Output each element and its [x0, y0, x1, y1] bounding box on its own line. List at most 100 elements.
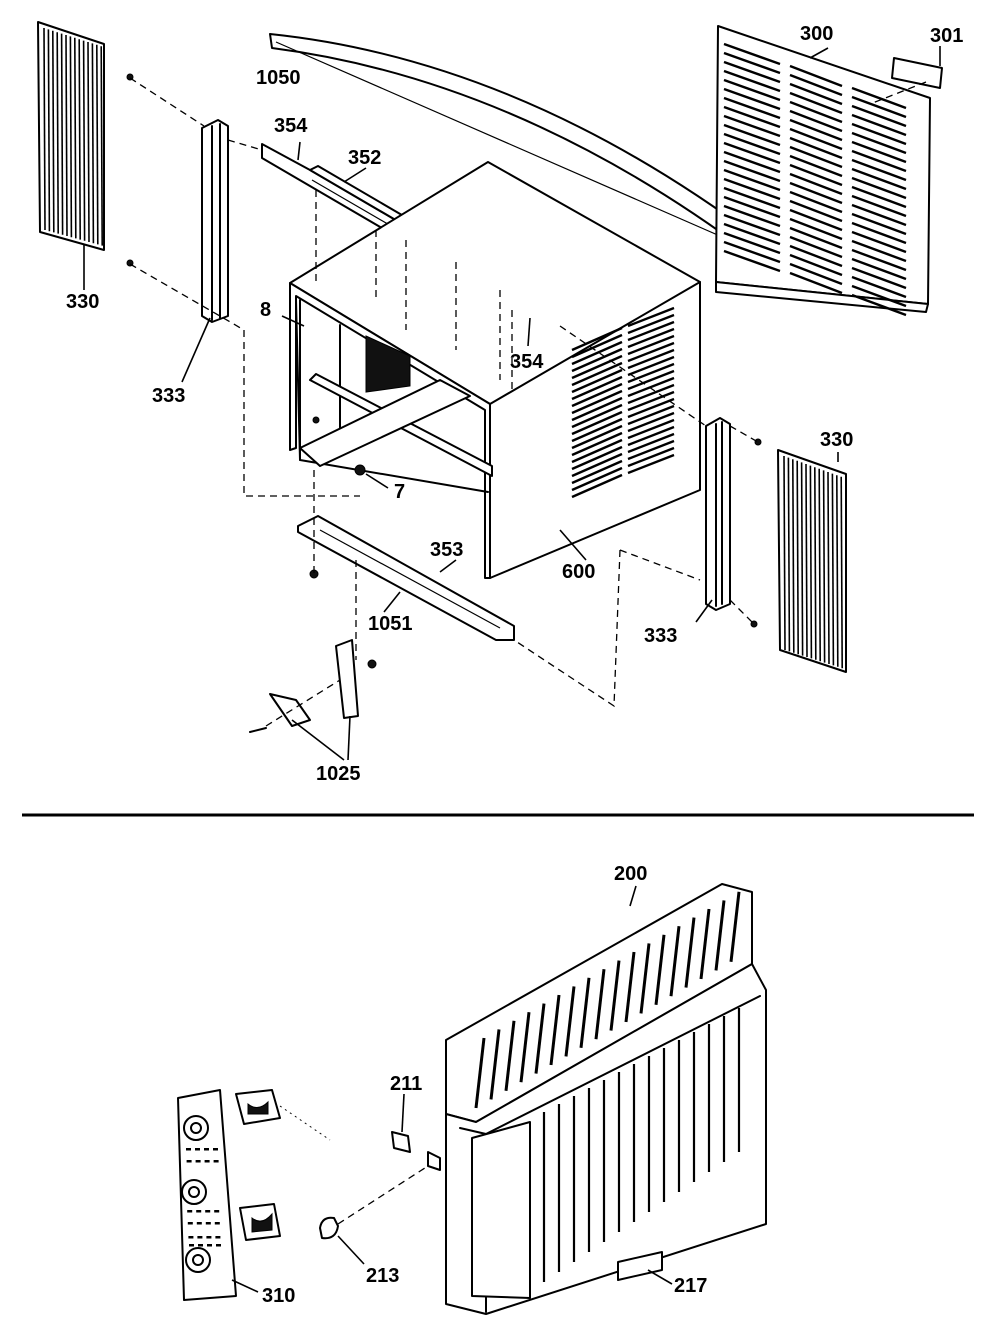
- grille-louver: [789, 181, 843, 205]
- grille-vane: [549, 994, 561, 1066]
- cabinet-louver: [571, 410, 623, 436]
- panel-marking: [213, 1148, 218, 1151]
- grille-louver: [723, 204, 781, 228]
- grille-louver: [851, 113, 907, 137]
- grille-louver: [723, 132, 781, 156]
- grille-louver: [851, 203, 907, 227]
- louver-line: [835, 475, 839, 667]
- louver-line: [822, 470, 826, 663]
- grille-louver: [851, 95, 907, 119]
- grille-vane: [474, 1037, 486, 1109]
- louver-line: [47, 29, 51, 232]
- cabinet-louver: [571, 361, 623, 387]
- callout-1051: 1051: [368, 613, 413, 635]
- louver-line: [783, 455, 786, 651]
- callout-354-top: 354: [274, 115, 308, 137]
- callout-330-right: 330: [820, 429, 853, 451]
- cabinet-louver: [571, 445, 623, 471]
- callout-300: 300: [800, 23, 833, 45]
- cabinet-louver: [627, 320, 675, 342]
- grille-louver: [789, 109, 843, 133]
- cabinet-louver: [571, 466, 623, 492]
- front-grille: [445, 883, 767, 1315]
- louver-line: [82, 40, 86, 241]
- cabinet-louver: [627, 453, 675, 475]
- callout-330-left: 330: [66, 291, 99, 313]
- louver-line: [69, 36, 73, 238]
- louver-line: [805, 463, 808, 658]
- grille-louver: [789, 208, 843, 232]
- callout-200: 200: [614, 863, 647, 885]
- grille-louver: [723, 159, 781, 183]
- rating-label-plate: [891, 57, 943, 89]
- grille-louver: [851, 158, 907, 182]
- cabinet-louver: [627, 348, 675, 370]
- cabinet-louver: [571, 368, 623, 394]
- panel-marking: [205, 1222, 211, 1225]
- grille-louver: [723, 78, 781, 102]
- grille-louver: [851, 176, 907, 200]
- cabinet-louver: [571, 340, 623, 366]
- grille-louver: [789, 271, 843, 295]
- cabinet-louver: [571, 403, 623, 429]
- panel-marking: [197, 1236, 203, 1239]
- grille-louver: [789, 154, 843, 178]
- panel-marking: [205, 1210, 211, 1213]
- grille-louver: [789, 163, 843, 187]
- callout-1025: 1025: [316, 763, 361, 785]
- grille-louver: [851, 167, 907, 191]
- grille-louver: [723, 60, 781, 84]
- grille-louver: [851, 266, 907, 290]
- grille-louver: [723, 177, 781, 201]
- cabinet-louver: [571, 354, 623, 380]
- callout-8: 8: [260, 299, 271, 321]
- cabinet-louver: [627, 362, 675, 384]
- louver-line: [813, 467, 817, 660]
- panel-marking: [188, 1236, 194, 1239]
- assembly-dashed-lines: [129, 77, 927, 727]
- grille-vane: [714, 900, 726, 971]
- cabinet-louver: [571, 424, 623, 450]
- cabinet-louver: [627, 425, 675, 447]
- grille-vane: [534, 1003, 546, 1074]
- panel-marking: [215, 1236, 221, 1239]
- grille-louver: [789, 190, 843, 214]
- grille-louver: [789, 136, 843, 160]
- grille-louver: [851, 230, 907, 254]
- grille-louver: [723, 186, 781, 210]
- louver-line: [65, 34, 68, 237]
- grille-louver: [851, 248, 907, 272]
- grille-louver: [723, 105, 781, 129]
- grille-louver: [851, 212, 907, 236]
- panel-marking: [214, 1210, 220, 1213]
- grille-louver: [789, 118, 843, 142]
- callout-310: 310: [262, 1285, 295, 1307]
- cabinet-louver: [571, 431, 623, 457]
- side-curtain-panel-left: [37, 21, 105, 251]
- cabinet-louver: [627, 376, 675, 398]
- grille-vane: [684, 917, 696, 988]
- callout-217: 217: [674, 1275, 707, 1297]
- grille-vane: [609, 960, 621, 1031]
- grille-louver: [723, 150, 781, 174]
- grille-louver: [723, 141, 781, 165]
- grille-vane: [579, 977, 591, 1048]
- callout-213: 213: [366, 1265, 399, 1287]
- control-panel: [177, 1089, 237, 1301]
- cabinet-louver: [571, 438, 623, 464]
- callout-354-right: 354: [510, 351, 544, 373]
- cabinet-louver: [627, 369, 675, 391]
- louver-line: [78, 39, 81, 240]
- grille-vane: [564, 986, 576, 1057]
- grille-louver: [723, 249, 781, 273]
- grille-louver: [789, 145, 843, 169]
- cabinet-louver: [627, 313, 675, 335]
- grille-louver: [723, 42, 781, 66]
- grille-louver: [851, 131, 907, 155]
- panel-marking: [189, 1244, 194, 1247]
- callout-7: 7: [394, 481, 405, 503]
- grille-louver: [723, 231, 781, 255]
- cabinet-louver: [571, 375, 623, 401]
